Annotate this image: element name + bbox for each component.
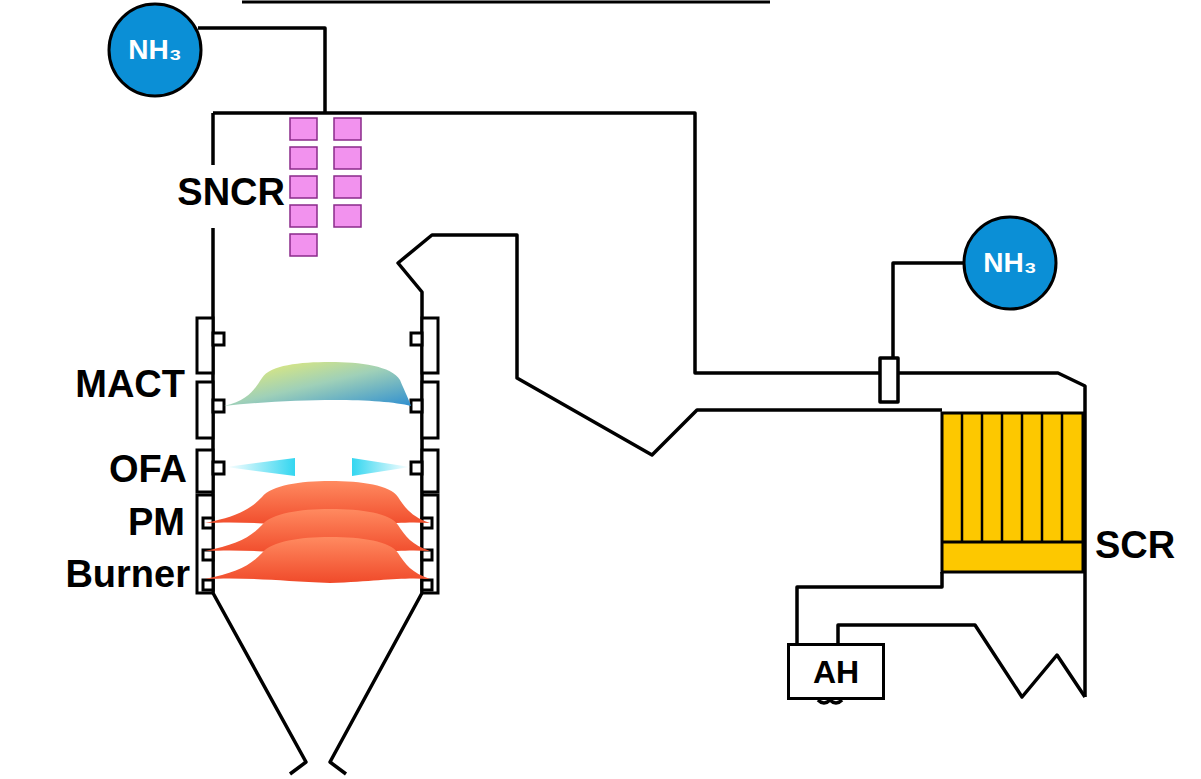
wall-ports [197,318,438,593]
burner-flames [205,481,430,583]
ammonia-tank: NH₃ [107,2,203,98]
boiler-outline [198,28,1085,774]
mact-zone [224,362,411,406]
ofa-jet [352,458,410,476]
title-rule [242,1,770,4]
air-heater-box: AH [787,643,885,700]
node-text: AH [813,656,859,688]
ammonia-tank: NH₃ [962,215,1058,311]
pm-label: PM [126,503,187,541]
scr-catalyst [942,413,1083,572]
ofa-jet [226,458,295,476]
mact-label: MACT [73,365,187,403]
sncr-label: SNCR [175,173,287,211]
node-text: NH₃ [983,249,1036,277]
node-text: NH₃ [128,36,181,64]
scr-label: SCR [1093,526,1177,564]
sncr-injectors [290,118,361,256]
burner-label: Burner [63,555,192,593]
ofa-label: OFA [107,450,189,488]
